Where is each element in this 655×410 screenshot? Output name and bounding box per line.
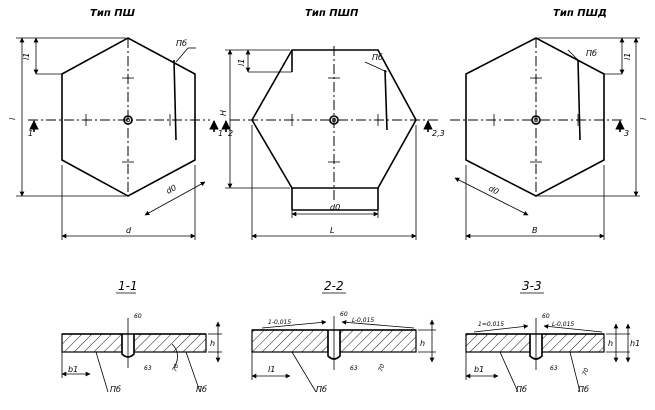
angle-70-2: 70 <box>377 363 386 373</box>
cut-label-3: 3 <box>624 129 629 138</box>
section-title-1-1: 1-1 <box>118 279 138 293</box>
tolerance-left-2: 1-0,015 <box>268 319 291 326</box>
title-type-pshd: Тип ПШД <box>553 8 607 19</box>
section-title-3-3: 3-3 <box>522 279 542 293</box>
section-title-2-2: 2-2 <box>324 279 344 293</box>
cut-label-2: 2 <box>228 129 233 138</box>
angle-60-2: 60 <box>340 311 348 318</box>
label-b1-3: b1 <box>474 365 484 374</box>
tolerance-right-2: L-0,015 <box>352 317 374 324</box>
label-pb-s3a: Пб <box>516 385 527 394</box>
label-pb-s1b: Пб <box>196 385 207 394</box>
label-pb-3: Пб <box>586 49 597 58</box>
cut-label-23: 2,3 <box>432 129 445 138</box>
cut-label-1b: 1 <box>218 129 223 138</box>
label-d-1: d <box>126 226 132 235</box>
tolerance-right-3: L-0,015 <box>552 321 574 328</box>
label-h1-3: h1 <box>630 339 640 348</box>
label-l-3: l <box>639 117 648 120</box>
label-l1-1: l1 <box>22 53 31 60</box>
angle-70-3: 70 <box>581 367 590 377</box>
title-type-pshp: Тип ПШП <box>305 8 359 19</box>
label-l1-s2: l1 <box>268 365 275 374</box>
angle-63-2: 63 <box>350 365 358 372</box>
label-pb-s1a: Пб <box>110 385 121 394</box>
label-l-1: l <box>8 117 17 120</box>
hexagon-pshd <box>465 37 605 197</box>
label-b-3: B <box>532 226 538 235</box>
section-1-1: 60 63 70 b1 h Пб Пб <box>61 313 222 394</box>
label-d0-3: d0 <box>487 184 500 197</box>
angle-63-1: 63 <box>144 365 152 372</box>
label-h-2: H <box>219 110 228 116</box>
label-l1-3: l1 <box>623 53 632 60</box>
angle-60-3: 60 <box>542 313 550 320</box>
section-2-2: 1-0,015 L-0,015 60 63 70 l1 h Пб <box>251 311 436 394</box>
label-L-2: L <box>330 226 334 235</box>
label-h-s2: h <box>420 339 425 348</box>
label-pb-2: Пб <box>372 53 383 62</box>
label-h-3: h <box>608 339 613 348</box>
label-pb-s3b: Пб <box>578 385 589 394</box>
view-pshp: Пб l1 H L d0 2 2,3 <box>219 46 445 240</box>
label-d0-2: d0 <box>330 203 340 212</box>
label-pb-s2: Пб <box>316 385 327 394</box>
label-b1-1: b1 <box>68 365 78 374</box>
tolerance-left-3: 1=0,015 <box>478 321 504 328</box>
angle-60-1: 60 <box>134 313 142 320</box>
angle-70-1: 70 <box>171 363 180 373</box>
label-d0-1: d0 <box>165 183 178 196</box>
label-pb-1: Пб <box>176 39 187 48</box>
view-pshd: Пб l1 l B d0 3 <box>450 37 648 240</box>
angle-63-3: 63 <box>550 365 558 372</box>
view-psh: Пб l1 l d d0 1 1 <box>8 37 223 240</box>
title-type-psh: Тип ПШ <box>90 8 136 19</box>
section-3-3: 1=0,015 L-0,015 60 63 70 b1 h h1 Пб Пб <box>465 313 640 394</box>
cut-label-1a: 1 <box>28 129 33 138</box>
label-h-1: h <box>210 339 215 348</box>
label-l1-2: l1 <box>237 59 246 66</box>
